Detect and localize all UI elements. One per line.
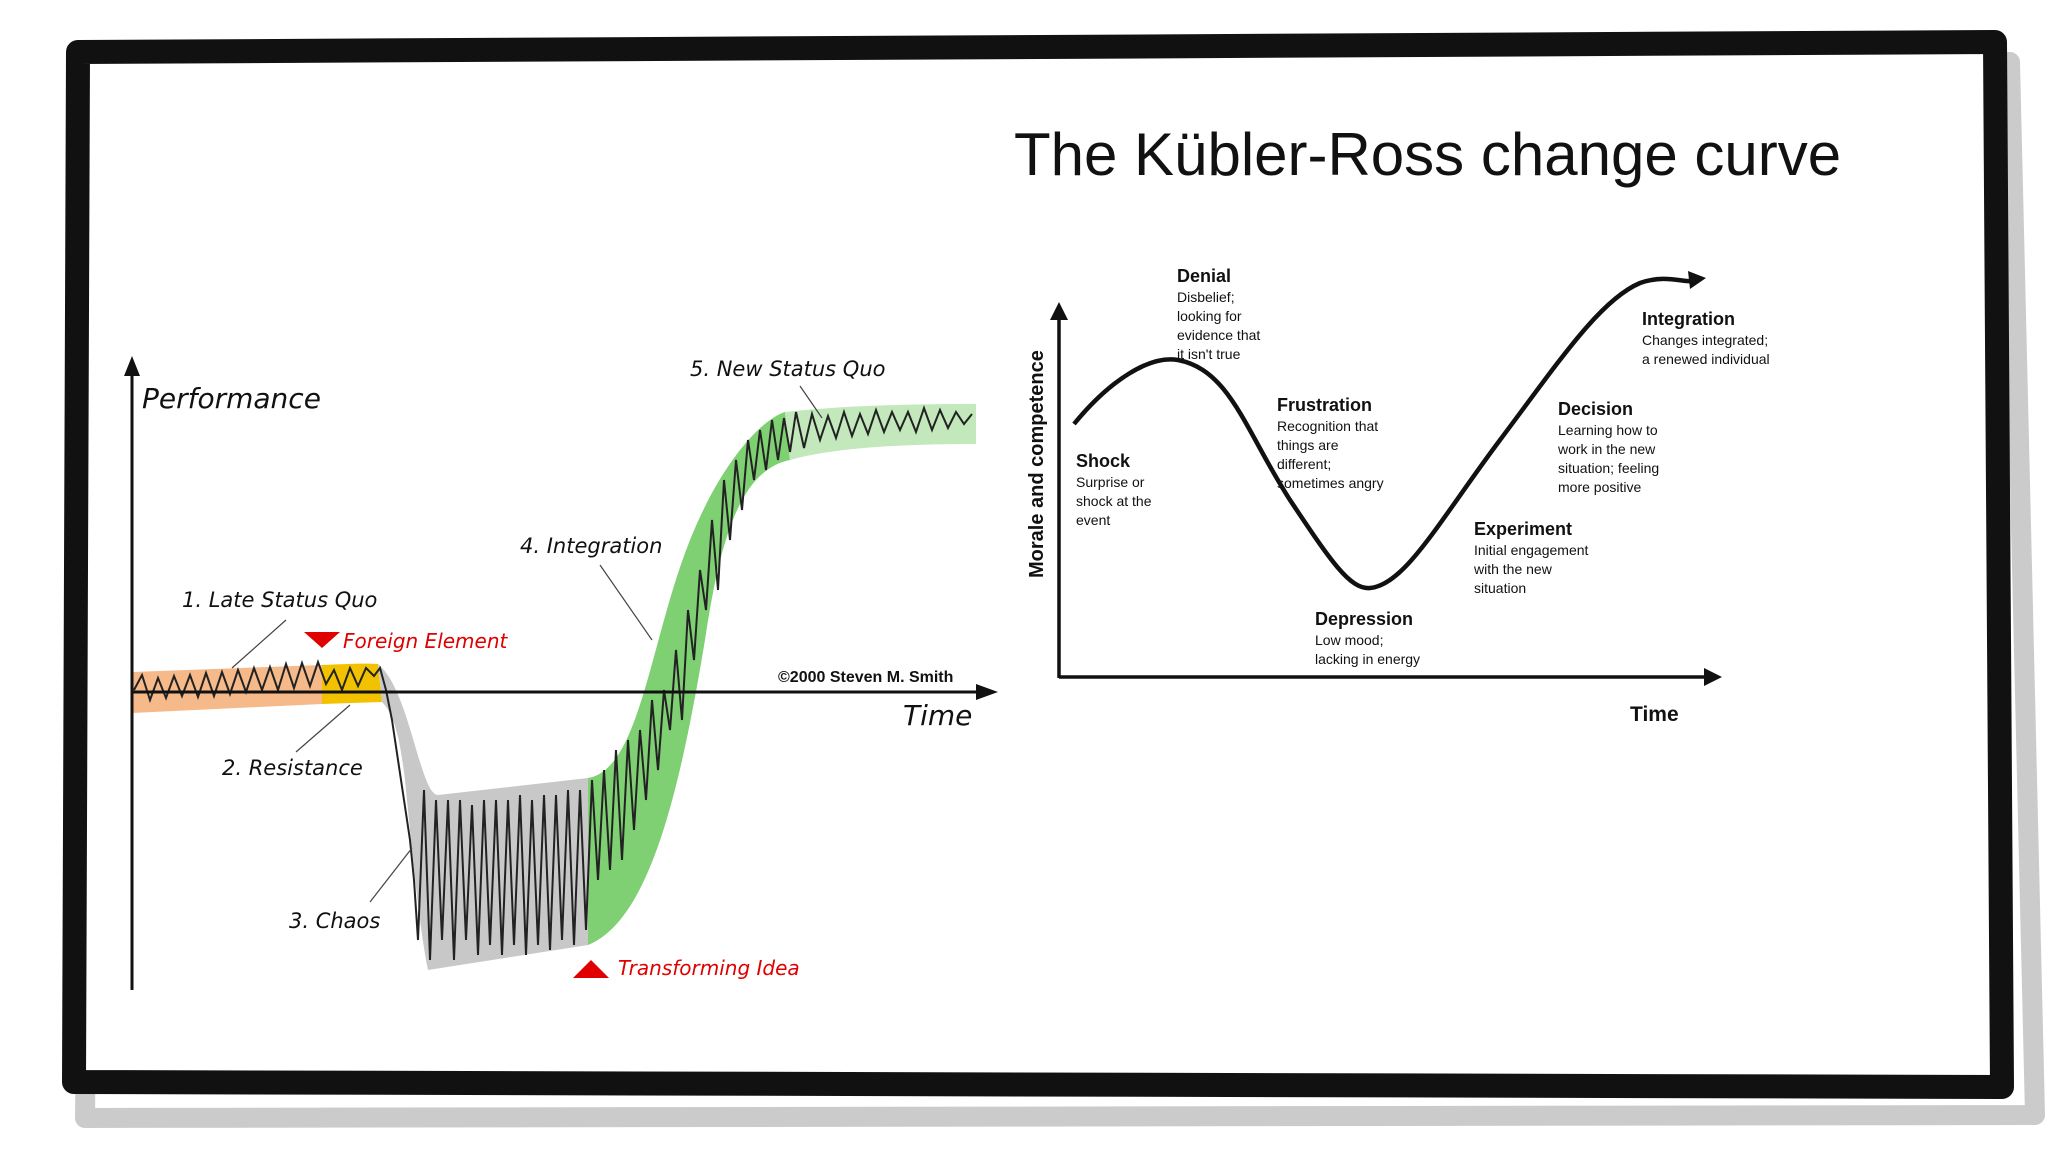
leader-resistance — [295, 704, 351, 753]
satir-x-axis-label: Time — [903, 699, 972, 732]
satir-y-axis-arrow — [124, 356, 140, 376]
kr-stage-shock: Shock Surprise or shock at the event — [1076, 451, 1156, 528]
kr-stage-desc: Recognition that — [1277, 418, 1378, 434]
kr-stage-depression: Depression Low mood; lacking in energy — [1315, 609, 1420, 667]
kr-stage-desc: Disbelief; — [1177, 289, 1235, 305]
satir-copyright: ©2000 Steven M. Smith — [778, 669, 953, 686]
kr-stage-name: Experiment — [1474, 519, 1572, 539]
kr-stage-desc: a renewed individual — [1642, 351, 1770, 367]
kr-stage-decision: Decision Learning how to work in the new… — [1557, 399, 1664, 495]
foreign-element-marker — [304, 632, 340, 648]
kr-stage-name: Decision — [1558, 399, 1633, 419]
leader-new-status-quo — [799, 385, 823, 419]
kr-stage-desc: more positive — [1558, 479, 1641, 495]
kr-stage-desc: event — [1076, 512, 1110, 528]
kr-stage-experiment: Experiment Initial engagement with the n… — [1473, 519, 1593, 596]
band-resistance — [322, 663, 382, 704]
kr-x-axis-arrow — [1704, 668, 1722, 686]
kr-stage-desc: lacking in energy — [1315, 651, 1420, 667]
kr-stage-desc: Surprise or — [1076, 474, 1145, 490]
kr-curve — [1072, 276, 1694, 591]
kr-stage-desc: situation — [1474, 580, 1526, 596]
kr-stage-frustration: Frustration Recognition that things are … — [1277, 395, 1384, 491]
satir-x-axis-arrow — [976, 684, 998, 700]
kr-curve-arrow — [1688, 271, 1706, 289]
satir-diagram: Performance Time ©2000 Steven M. Smith 1… — [124, 356, 998, 990]
kubler-ross-diagram: Morale and competence Time Shock Surpris… — [1026, 266, 1773, 726]
stage-label-late-status-quo: 1. Late Status Quo — [182, 588, 377, 612]
kr-stage-name: Shock — [1076, 451, 1131, 471]
kr-stage-desc: things are — [1277, 437, 1339, 453]
kr-stage-name: Frustration — [1277, 395, 1372, 415]
leader-chaos — [369, 847, 413, 903]
kr-stage-desc: Initial engagement — [1474, 542, 1589, 558]
kr-stage-name: Integration — [1642, 309, 1735, 329]
kr-stage-desc: work in the new — [1557, 441, 1656, 457]
kr-stage-integration: Integration Changes integrated; a renewe… — [1642, 309, 1773, 367]
stage-label-integration: 4. Integration — [520, 534, 662, 558]
kr-stage-desc: Low mood; — [1315, 632, 1383, 648]
stage-label-new-status-quo: 5. New Status Quo — [690, 357, 885, 381]
kr-y-axis-label: Morale and competence — [1026, 350, 1048, 578]
kr-x-axis-label: Time — [1630, 703, 1679, 726]
transforming-idea-label: Transforming Idea — [618, 956, 800, 980]
kr-stage-desc: different; — [1277, 456, 1331, 472]
slide-title: The Kübler-Ross change curve — [1014, 121, 1841, 188]
kr-stage-denial: Denial Disbelief; looking for evidence t… — [1177, 266, 1265, 362]
satir-y-axis-label: Performance — [142, 382, 321, 415]
kr-stage-name: Denial — [1177, 266, 1231, 286]
transforming-idea-marker — [573, 960, 609, 978]
stage-label-resistance: 2. Resistance — [222, 756, 363, 780]
performance-signal — [133, 404, 973, 961]
stage-label-chaos: 3. Chaos — [289, 909, 380, 933]
kr-stage-desc: with the new — [1473, 561, 1553, 577]
kr-stage-desc: it isn't true — [1177, 346, 1241, 362]
leader-integration — [599, 564, 653, 641]
kr-stage-desc: evidence that — [1177, 327, 1260, 343]
band-integration — [588, 412, 790, 945]
leader-late-status-quo — [231, 619, 287, 669]
kr-stage-desc: Learning how to — [1558, 422, 1658, 438]
kr-stage-desc: shock at the — [1076, 493, 1152, 509]
kr-stage-desc: Changes integrated; — [1642, 332, 1768, 348]
kr-stage-name: Depression — [1315, 609, 1413, 629]
kr-stage-desc: situation; feeling — [1558, 460, 1659, 476]
kr-stage-desc: looking for — [1177, 308, 1242, 324]
kr-y-axis-arrow — [1050, 302, 1068, 320]
kr-stage-desc: sometimes angry — [1277, 475, 1384, 491]
foreign-element-label: Foreign Element — [343, 629, 509, 653]
